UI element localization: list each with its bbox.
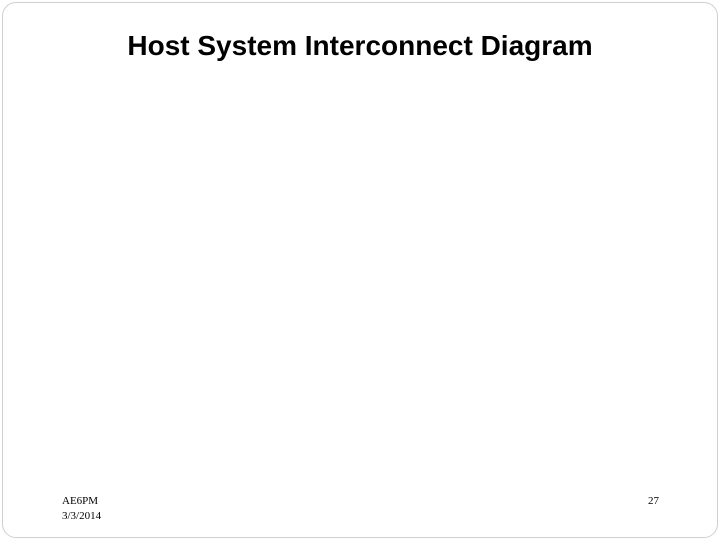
page-number: 27 — [648, 495, 659, 507]
footer-date: 3/3/2014 — [62, 510, 102, 522]
footer-author: AE6PM — [62, 495, 99, 507]
slide-title: Host System Interconnect Diagram — [127, 30, 593, 61]
slide-footer: AE6PM 3/3/2014 — [62, 494, 101, 524]
